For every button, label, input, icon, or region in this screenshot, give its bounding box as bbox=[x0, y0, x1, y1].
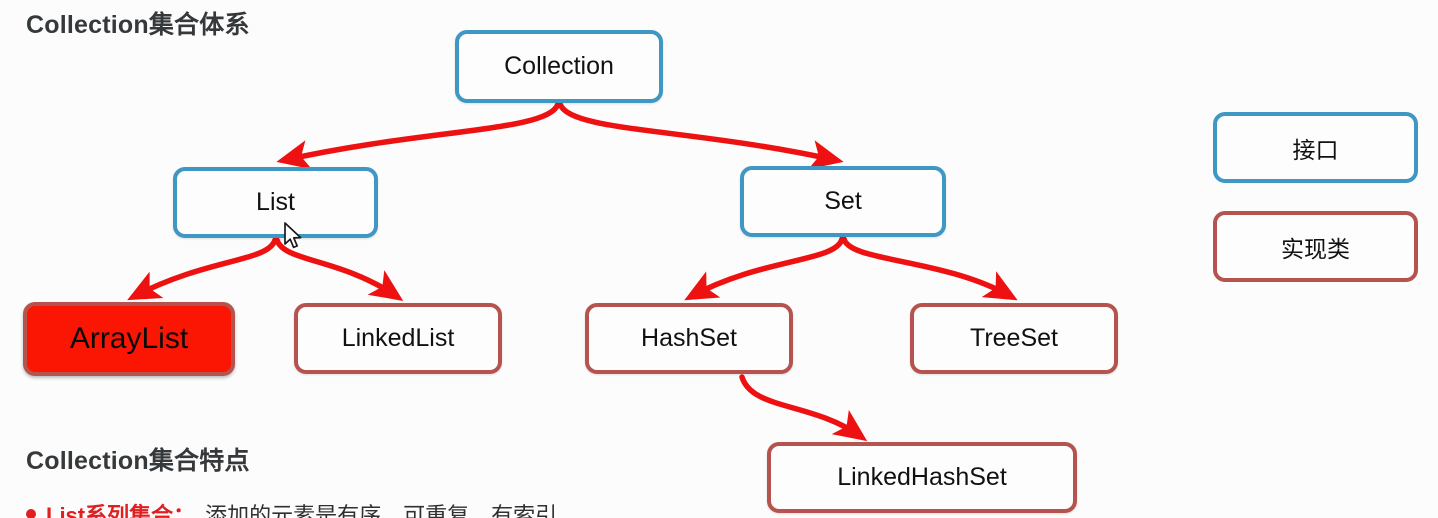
edge-set-to-treeset bbox=[841, 236, 1018, 301]
section-title-collection-features: Collection集合特点 bbox=[26, 447, 250, 475]
node-linkedhashset-label: LinkedHashSet bbox=[837, 463, 1007, 491]
edge-collection-to-list bbox=[276, 101, 561, 170]
node-hashset[interactable]: HashSet bbox=[585, 303, 793, 374]
node-set-label: Set bbox=[824, 187, 862, 215]
bullet-list-item: List系列集合： 添加的元素是有序、可重复、有索引 bbox=[26, 498, 557, 518]
page-title: Collection集合体系 bbox=[26, 11, 250, 39]
bullet-dot-icon bbox=[26, 509, 36, 518]
node-list-label: List bbox=[256, 188, 295, 216]
bullet-body-text: 添加的元素是有序、可重复、有索引 bbox=[205, 503, 558, 518]
edge-list-to-linkedlist bbox=[274, 237, 404, 301]
node-collection-label: Collection bbox=[504, 52, 614, 80]
edge-collection-to-set bbox=[557, 101, 844, 170]
edge-list-to-arraylist bbox=[127, 237, 278, 301]
node-list[interactable]: List bbox=[173, 167, 378, 238]
node-linkedlist-label: LinkedList bbox=[341, 324, 455, 352]
node-hashset-label: HashSet bbox=[641, 324, 737, 352]
edge-hashset-to-linkedhashset bbox=[739, 374, 868, 442]
node-arraylist[interactable]: ArrayList bbox=[23, 302, 235, 376]
node-treeset-label: TreeSet bbox=[969, 324, 1058, 352]
node-set[interactable]: Set bbox=[740, 166, 946, 237]
legend-interface: 接口 bbox=[1213, 112, 1418, 183]
legend-implementation: 实现类 bbox=[1213, 211, 1418, 282]
node-arraylist-label: ArrayList bbox=[69, 322, 189, 355]
node-linkedhashset[interactable]: LinkedHashSet bbox=[767, 442, 1077, 513]
node-linkedlist[interactable]: LinkedList bbox=[294, 303, 502, 374]
bullet-key-text: List系列集合： bbox=[46, 503, 196, 518]
edge-set-to-hashset bbox=[684, 236, 845, 301]
legend-implementation-label: 实现类 bbox=[1281, 235, 1350, 262]
legend-interface-label: 接口 bbox=[1292, 136, 1339, 163]
node-treeset[interactable]: TreeSet bbox=[910, 303, 1118, 374]
node-collection[interactable]: Collection bbox=[455, 30, 663, 103]
